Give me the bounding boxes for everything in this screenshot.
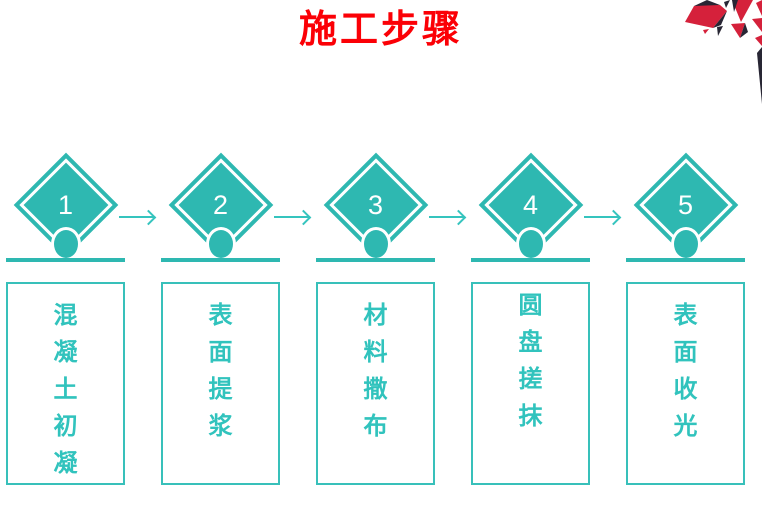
step-number: 2 <box>212 190 229 220</box>
step-column-1: 1 混凝土初凝 <box>6 150 125 485</box>
marker-baseline <box>471 258 590 262</box>
step-column-3: 3 材料撒布 <box>316 150 435 485</box>
marker-dot-icon <box>670 227 701 261</box>
step-marker: 4 <box>471 150 590 262</box>
step-number: 5 <box>677 190 694 220</box>
flow-arrow-icon <box>119 216 155 218</box>
step-label: 表面收光 <box>673 300 698 440</box>
steps-flow: 1 混凝土初凝 2 表面提浆 3 <box>6 150 745 485</box>
step-column-2: 2 表面提浆 <box>161 150 280 485</box>
step-number: 3 <box>367 190 384 220</box>
flow-arrow-icon <box>584 216 620 218</box>
flow-arrow-icon <box>429 216 465 218</box>
marker-baseline <box>161 258 280 262</box>
step-marker: 2 <box>161 150 280 262</box>
marker-dot-icon <box>205 227 236 261</box>
marker-baseline <box>316 258 435 262</box>
step-label: 材料撒布 <box>363 300 388 440</box>
page-title: 施工步骤 <box>298 6 463 51</box>
marker-dot-icon <box>360 227 391 261</box>
step-number: 4 <box>522 190 539 220</box>
step-column-4: 4 圆盘搓抹 <box>471 150 590 485</box>
step-label: 圆盘搓抹 <box>518 290 543 430</box>
step-label-box: 圆盘搓抹 <box>471 282 590 485</box>
step-label-box: 表面收光 <box>626 282 745 485</box>
marker-baseline <box>6 258 125 262</box>
step-label-box: 表面提浆 <box>161 282 280 485</box>
shattered-triangles-icon <box>685 0 762 104</box>
step-label-box: 混凝土初凝 <box>6 282 125 485</box>
step-label-box: 材料撒布 <box>316 282 435 485</box>
marker-baseline <box>626 258 745 262</box>
step-label: 表面提浆 <box>208 300 233 440</box>
marker-dot-icon <box>515 227 546 261</box>
step-marker: 5 <box>626 150 745 262</box>
step-marker: 3 <box>316 150 435 262</box>
flow-arrow-icon <box>274 216 310 218</box>
step-number: 1 <box>57 190 74 220</box>
step-marker: 1 <box>6 150 125 262</box>
marker-dot-icon <box>50 227 81 261</box>
step-column-5: 5 表面收光 <box>626 150 745 485</box>
step-label: 混凝土初凝 <box>53 300 78 477</box>
